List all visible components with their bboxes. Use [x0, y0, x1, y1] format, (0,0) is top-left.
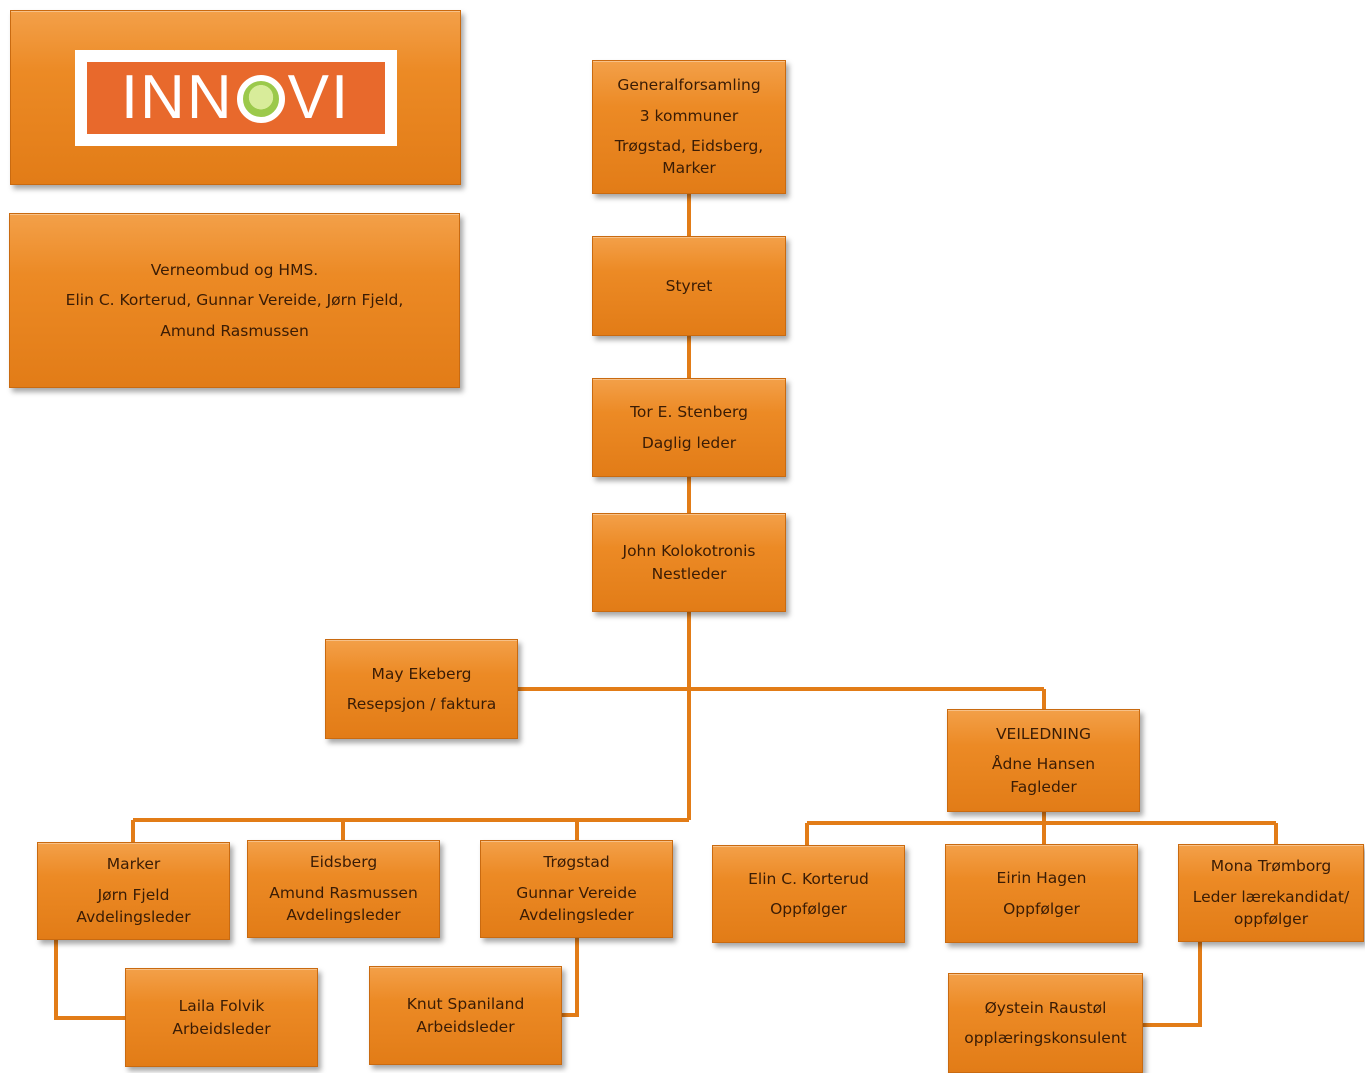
- resepsjon-box: May Ekeberg Resepsjon / faktura: [325, 639, 518, 739]
- daglig-leder-role: Daglig leder: [641, 433, 737, 452]
- trogstad-title: Trøgstad: [543, 853, 610, 872]
- verneombud-box: Verneombud og HMS. Elin C. Korterud, Gun…: [9, 213, 460, 388]
- generalforsamling-title: Generalforsamling: [617, 76, 761, 95]
- resepsjon-name: May Ekeberg: [371, 664, 472, 683]
- oystein-role: opplæringskonsulent: [964, 1029, 1127, 1047]
- daglig-leder-box: Tor E. Stenberg Daglig leder: [592, 378, 786, 477]
- marker-title: Marker: [106, 855, 161, 874]
- veiledning-role: Fagleder: [1010, 777, 1077, 796]
- elin-role: Oppfølger: [770, 900, 847, 918]
- mona-role: Leder lærekandidat/: [1192, 887, 1350, 906]
- veiledning-title: VEILEDNING: [995, 724, 1092, 743]
- marker-box: Marker Jørn Fjeld Avdelingsleder: [37, 842, 230, 940]
- laila-name: Laila Folvik: [178, 997, 265, 1016]
- daglig-leder-name: Tor E. Stenberg: [630, 403, 748, 422]
- marker-name: Jørn Fjeld: [97, 885, 170, 904]
- verneombud-title: Verneombud og HMS.: [150, 260, 319, 279]
- veiledning-box: VEILEDNING Ådne Hansen Fagleder: [947, 709, 1140, 812]
- generalforsamling-box: Generalforsamling 3 kommuner Trøgstad, E…: [592, 60, 786, 194]
- generalforsamling-count: 3 kommuner: [639, 106, 739, 125]
- verneombud-members: Elin C. Korterud, Gunnar Vereide, Jørn F…: [65, 291, 404, 310]
- eidsberg-name: Amund Rasmussen: [269, 883, 418, 902]
- laila-box: Laila Folvik Arbeidsleder: [125, 968, 318, 1067]
- knut-role: Arbeidsleder: [416, 1017, 515, 1036]
- logo-play-icon: [236, 74, 285, 123]
- elin-box: Elin C. Korterud Oppfølger: [712, 845, 905, 943]
- eirin-name: Eirin Hagen: [996, 869, 1087, 888]
- nestleder-role: Nestleder: [651, 564, 727, 583]
- oystein-name: Øystein Raustøl: [984, 998, 1107, 1017]
- veiledning-name: Ådne Hansen: [991, 755, 1096, 774]
- knut-box: Knut Spaniland Arbeidsleder: [369, 966, 562, 1065]
- elin-name: Elin C. Korterud: [748, 869, 869, 888]
- trogstad-box: Trøgstad Gunnar Vereide Avdelingsleder: [480, 840, 673, 938]
- eidsberg-title: Eidsberg: [309, 853, 378, 872]
- generalforsamling-municipalities: Trøgstad, Eidsberg,: [614, 137, 764, 155]
- mona-box: Mona Trømborg Leder lærekandidat/ oppføl…: [1178, 844, 1364, 942]
- styret-title: Styret: [665, 276, 713, 295]
- laila-role: Arbeidsleder: [172, 1019, 271, 1038]
- trogstad-role: Avdelingsleder: [519, 906, 634, 925]
- oystein-box: Øystein Raustøl opplæringskonsulent: [948, 973, 1143, 1073]
- eirin-role: Oppfølger: [1003, 899, 1080, 918]
- eidsberg-role: Avdelingsleder: [286, 906, 401, 925]
- eirin-box: Eirin Hagen Oppfølger: [945, 844, 1138, 943]
- resepsjon-role: Resepsjon / faktura: [346, 695, 497, 713]
- eidsberg-box: Eidsberg Amund Rasmussen Avdelingsleder: [247, 840, 440, 938]
- trogstad-name: Gunnar Vereide: [516, 883, 637, 902]
- mona-role-cont: oppfølger: [1233, 910, 1309, 929]
- mona-name: Mona Trømborg: [1210, 857, 1332, 876]
- nestleder-name: John Kolokotronis: [622, 542, 756, 561]
- knut-name: Knut Spaniland: [406, 995, 525, 1014]
- verneombud-members-cont: Amund Rasmussen: [160, 321, 309, 340]
- marker-role: Avdelingsleder: [76, 908, 191, 927]
- styret-box: Styret: [592, 236, 786, 336]
- generalforsamling-municipalities-cont: Marker: [662, 159, 716, 178]
- nestleder-box: John Kolokotronis Nestleder: [592, 513, 786, 612]
